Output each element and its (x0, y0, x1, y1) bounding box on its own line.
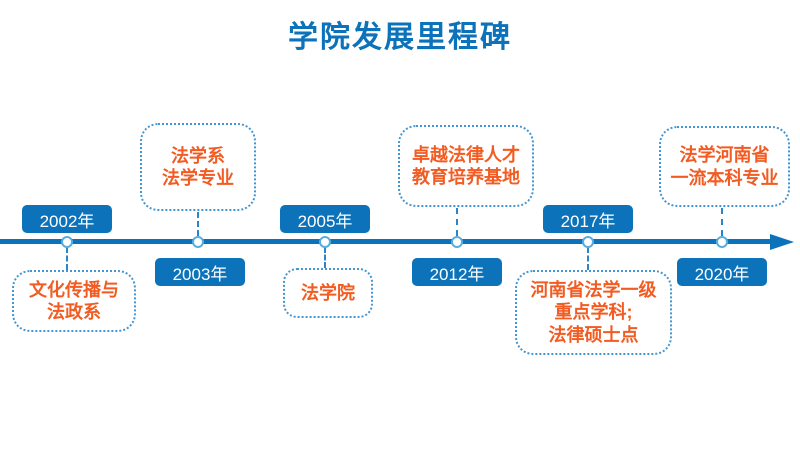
milestone-card: 法学系 法学专业 (140, 123, 256, 211)
year-badge: 2003年 (155, 258, 245, 286)
milestone-card: 法学河南省 一流本科专业 (659, 126, 790, 207)
year-badge: 2017年 (543, 205, 633, 233)
connector-dashed-line (66, 247, 68, 270)
connector-dashed-line (587, 247, 589, 270)
milestone-card: 文化传播与 法政系 (12, 270, 136, 332)
connector-dashed-line (456, 208, 458, 236)
timeline-node-dot (716, 236, 728, 248)
milestone-card: 法学院 (283, 268, 373, 318)
year-badge: 2020年 (677, 258, 767, 286)
timeline-node-dot (451, 236, 463, 248)
timeline-node-dot (192, 236, 204, 248)
connector-dashed-line (721, 208, 723, 236)
connector-dashed-line (197, 212, 199, 236)
timeline-node-dot (319, 236, 331, 248)
milestone-card: 卓越法律人才 教育培养基地 (398, 125, 534, 207)
timeline-axis (0, 239, 772, 244)
connector-dashed-line (324, 247, 326, 268)
year-badge: 2002年 (22, 205, 112, 233)
page-title: 学院发展里程碑 (288, 21, 512, 54)
timeline-arrow-icon (770, 234, 794, 250)
timeline-node-dot (582, 236, 594, 248)
milestone-card: 河南省法学一级 重点学科; 法律硕士点 (515, 270, 672, 355)
timeline-node-dot (61, 236, 73, 248)
year-badge: 2012年 (412, 258, 502, 286)
year-badge: 2005年 (280, 205, 370, 233)
